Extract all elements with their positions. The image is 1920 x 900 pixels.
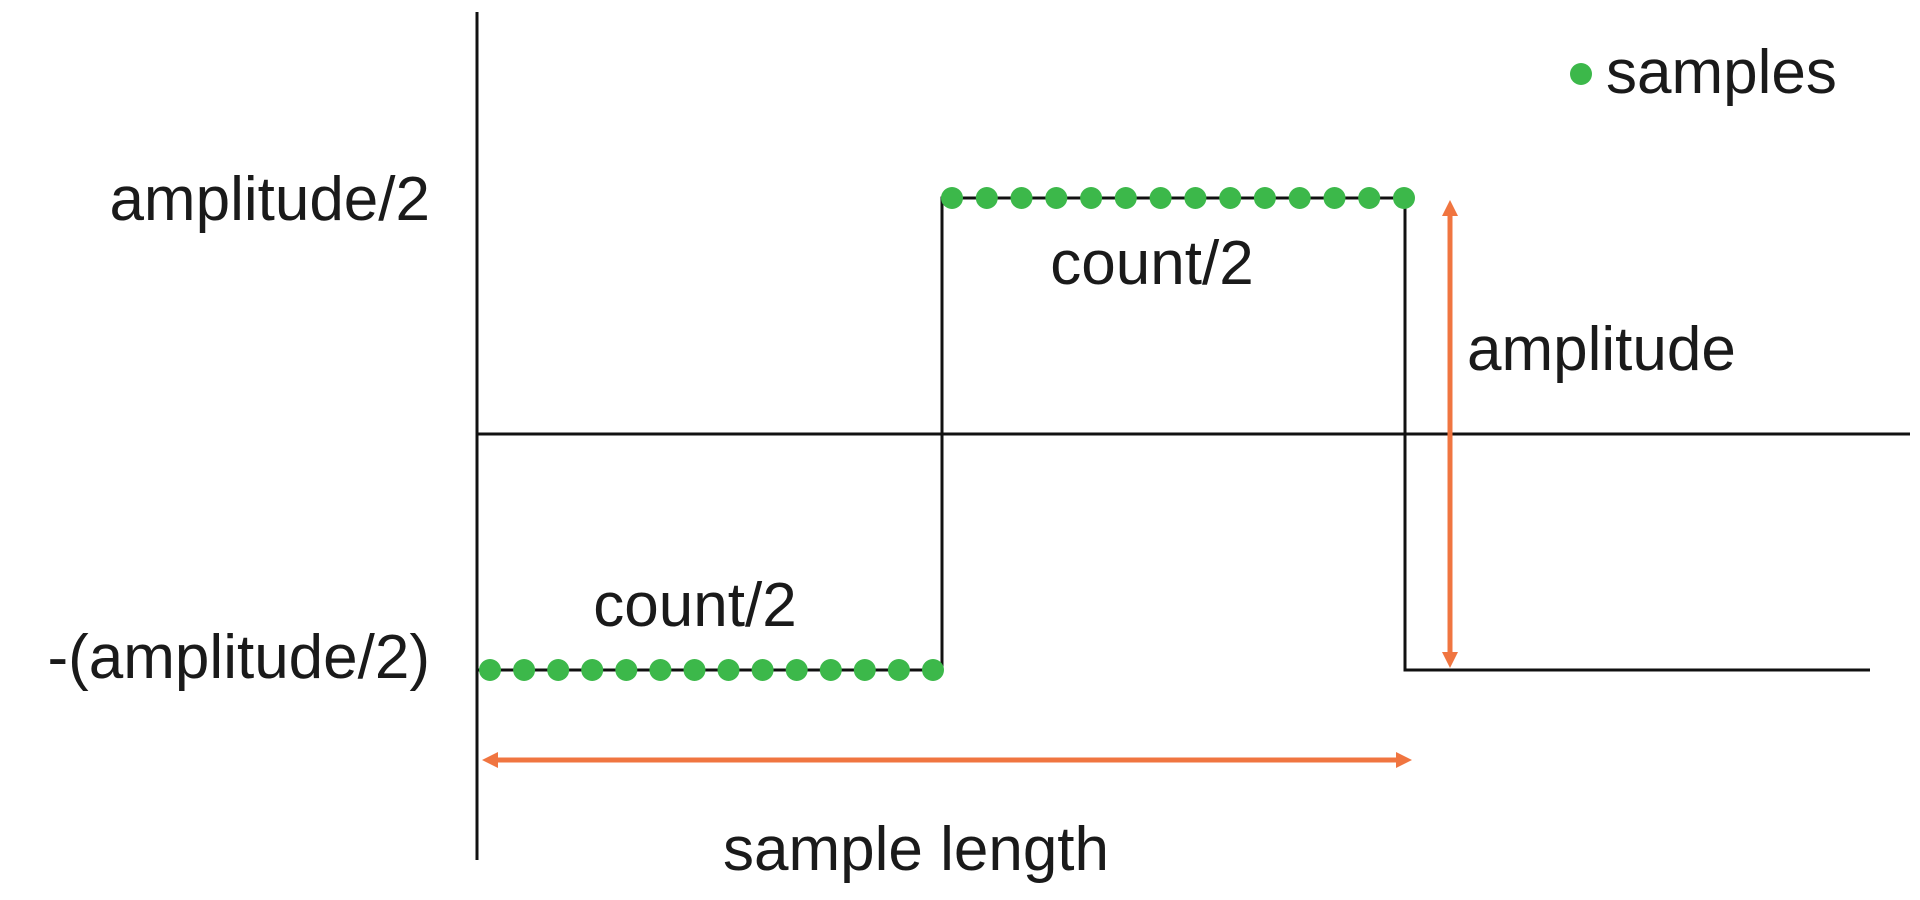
low-sample-point-6: [649, 659, 672, 681]
high-sample-point-1: [941, 187, 963, 209]
low-sample-point-4: [581, 659, 604, 681]
low-sample-point-1: [479, 659, 501, 681]
legend-label: samples: [1606, 38, 1837, 107]
high-sample-point-7: [1149, 187, 1172, 209]
high-sample-point-6: [1114, 187, 1137, 209]
sample-length-label: sample length: [723, 815, 1109, 884]
sample-length-arrow: [482, 752, 1412, 768]
high-samples-group: [941, 187, 1415, 209]
high-sample-point-2: [975, 187, 998, 209]
high-sample-point-8: [1184, 187, 1207, 209]
high-sample-point-5: [1080, 187, 1103, 209]
low-sample-point-12: [853, 659, 876, 681]
legend: samples: [1570, 38, 1837, 107]
high-sample-point-10: [1253, 187, 1276, 209]
low-sample-point-9: [751, 659, 774, 681]
high-sample-point-13: [1358, 187, 1381, 209]
segment-label-low: count/2: [593, 571, 796, 640]
y-label-high: amplitude/2: [109, 165, 430, 234]
low-sample-point-5: [615, 659, 638, 681]
high-sample-point-3: [1010, 187, 1033, 209]
segment-label-high: count/2: [1050, 229, 1253, 298]
high-sample-point-4: [1045, 187, 1068, 209]
legend-sample-marker: [1570, 63, 1592, 85]
low-sample-point-14: [922, 659, 944, 681]
low-sample-point-13: [887, 659, 910, 681]
high-sample-point-12: [1323, 187, 1346, 209]
low-sample-point-7: [683, 659, 706, 681]
low-sample-point-3: [547, 659, 570, 681]
high-sample-point-14: [1393, 187, 1415, 209]
low-sample-point-11: [819, 659, 842, 681]
high-sample-point-11: [1288, 187, 1311, 209]
low-samples-group: [479, 659, 944, 681]
amplitude-label: amplitude: [1467, 315, 1736, 384]
y-label-low: -(amplitude/2): [48, 623, 430, 692]
low-sample-point-8: [717, 659, 740, 681]
low-sample-point-2: [513, 659, 536, 681]
amplitude-arrow: [1442, 200, 1458, 668]
high-sample-point-9: [1219, 187, 1242, 209]
low-sample-point-10: [785, 659, 808, 681]
